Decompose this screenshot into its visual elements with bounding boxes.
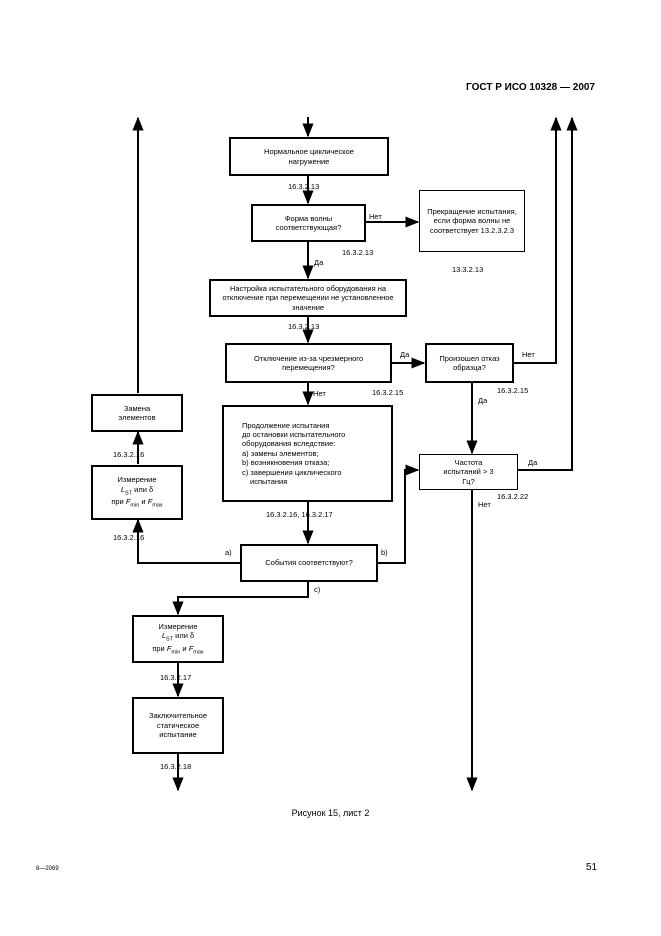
- label-no-displacement: Нет: [313, 389, 326, 398]
- box-setup-equipment: Настройка испытательного оборудования на…: [209, 279, 407, 317]
- box-normal-cyclic-loading-text: Нормальное циклическое нагружение: [264, 147, 354, 166]
- box-measurement-lower: Измерение LST или δ при Fmin и Fmax: [132, 615, 224, 663]
- meas-upper-line-3: при Fmin и Fmax: [111, 497, 162, 509]
- fmin-sub-2: min: [171, 649, 181, 656]
- page-number: 51: [586, 862, 598, 873]
- lst-symbol: L: [120, 484, 125, 494]
- box-final-static-test: Заключительное статическое испытание: [132, 697, 224, 754]
- label-yes-failure: Да: [478, 396, 488, 405]
- ref-8: 16.3.2.16: [113, 533, 145, 542]
- ref-9: 16.3.2.22: [497, 492, 529, 501]
- footer-code: 8—2069: [36, 866, 59, 872]
- continue-line-1: Продолжение испытания: [242, 420, 330, 430]
- ref-4: 16.3.2.13: [288, 322, 320, 331]
- box-replace-elements-text: Замена элементов: [118, 403, 156, 422]
- and-word: и: [141, 497, 146, 507]
- meas-lower-line-3: при Fmin и Fmax: [152, 644, 203, 656]
- ref-3: 13.3.2.13: [452, 265, 484, 274]
- meas-upper-line-1: Измерение: [117, 475, 157, 485]
- label-yes-displacement: Да: [400, 350, 410, 359]
- box-measurement-upper: Измерение LST или δ при Fmin и Fmax: [91, 465, 183, 520]
- label-branch-b: b): [381, 548, 388, 557]
- box-excess-displacement-decision-text: Отключение из-за чрезмерного перемещения…: [253, 353, 364, 372]
- box-measurement-lower-content: Измерение LST или δ при Fmin и Fmax: [152, 622, 203, 656]
- lst-sub: ST: [125, 490, 133, 497]
- meas-upper-line-2: LST или δ: [111, 485, 162, 497]
- continue-line-5: b) возникновения отказа;: [242, 458, 330, 468]
- box-continue-test-lines: Продолжение испытания до остановки испыт…: [242, 421, 345, 487]
- box-frequency-decision-text: Частота испытаний > 3 Гц?: [443, 457, 494, 486]
- ref-12: 16.3.2.18: [160, 762, 192, 771]
- box-frequency-decision: Частота испытаний > 3 Гц?: [419, 454, 518, 490]
- ref-10: 16.3.2.16, 16.3.2.17: [266, 510, 333, 519]
- fmax-symbol: F: [147, 497, 153, 507]
- lst-symbol-2: L: [161, 631, 166, 641]
- label-branch-c: с): [314, 585, 321, 594]
- at-word-2: при: [152, 643, 165, 653]
- box-measurement-upper-content: Измерение LST или δ при Fmin и Fmax: [111, 475, 162, 509]
- ref-1: 16.3.2.13: [288, 182, 320, 191]
- continue-line-4: а) замены элементов;: [242, 448, 319, 458]
- ref-5: 16.3.2.15: [372, 388, 404, 397]
- box-stop-test: Прекращение испытания, если форма волны …: [419, 190, 525, 252]
- box-failure-decision: Произошел отказ образца?: [425, 343, 514, 383]
- box-waveform-decision: Форма волны соответствующая?: [251, 204, 366, 242]
- fmax-sub: max: [152, 502, 163, 509]
- page-header: ГОСТ Р ИСО 10328 — 2007: [466, 82, 595, 93]
- label-yes-waveform: Да: [314, 258, 324, 267]
- box-final-static-test-text: Заключительное статическое испытание: [148, 711, 208, 740]
- label-no-frequency: Нет: [478, 500, 491, 509]
- continue-line-7: испытания: [250, 476, 288, 486]
- lst-sub-2: ST: [166, 636, 174, 643]
- fmax-sub-2: max: [193, 649, 204, 656]
- box-setup-equipment-text: Настройка испытательного оборудования на…: [222, 283, 394, 312]
- label-no-waveform: Нет: [369, 212, 382, 221]
- box-events-decision-text: События соответствуют?: [265, 558, 353, 568]
- at-word: при: [111, 497, 124, 507]
- fmin-symbol: F: [125, 497, 131, 507]
- ref-7: 16.3.2.16: [113, 450, 145, 459]
- meas-lower-line-1: Измерение: [158, 621, 198, 631]
- box-continue-test: Продолжение испытания до остановки испыт…: [222, 405, 393, 502]
- ref-11: 16.3.2.17: [160, 673, 192, 682]
- fmin-sub: min: [130, 502, 140, 509]
- and-word-2: и: [182, 643, 187, 653]
- label-yes-frequency: Да: [528, 458, 538, 467]
- or-delta-2: или δ: [175, 631, 195, 641]
- box-failure-decision-text: Произошел отказ образца?: [439, 353, 500, 372]
- or-delta: или δ: [134, 484, 154, 494]
- fmax-symbol-2: F: [188, 643, 194, 653]
- continue-line-3: оборудования вследствие:: [242, 439, 336, 449]
- meas-lower-line-2: LST или δ: [152, 631, 203, 643]
- label-no-failure: Нет: [522, 350, 535, 359]
- figure-caption: Рисунок 15, лист 2: [291, 808, 370, 818]
- fmin-symbol-2: F: [166, 643, 172, 653]
- box-events-decision: События соответствуют?: [240, 544, 378, 582]
- label-branch-a: а): [225, 548, 232, 557]
- continue-line-2: до остановки испытательного: [242, 430, 346, 440]
- continue-line-6: с) завершения циклического: [242, 467, 342, 477]
- box-normal-cyclic-loading: Нормальное циклическое нагружение: [229, 137, 389, 176]
- ref-6: 16.3.2.15: [497, 386, 529, 395]
- ref-2: 16.3.2.13: [342, 248, 374, 257]
- box-replace-elements: Замена элементов: [91, 394, 183, 432]
- box-waveform-decision-text: Форма волны соответствующая?: [275, 213, 342, 232]
- box-excess-displacement-decision: Отключение из-за чрезмерного перемещения…: [225, 343, 392, 383]
- box-stop-test-text: Прекращение испытания, если форма волны …: [427, 206, 517, 235]
